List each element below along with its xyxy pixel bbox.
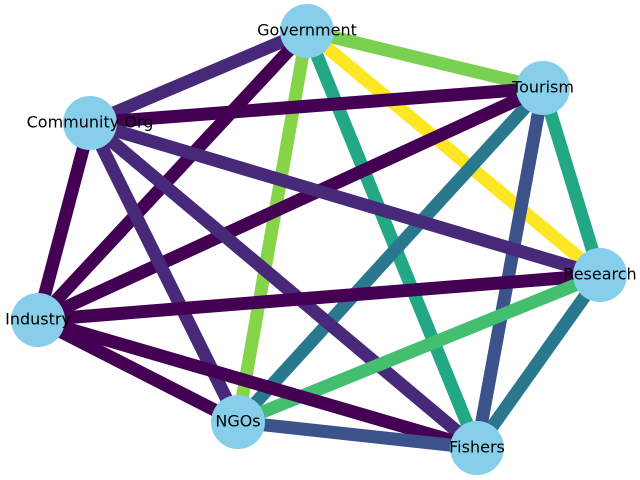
edge-government-research [302, 26, 605, 280]
nodes-layer [11, 4, 627, 475]
node-community [63, 96, 117, 150]
node-ngos [211, 395, 265, 449]
edge-tourism-research [536, 86, 607, 277]
edge-industry-fishers [36, 313, 479, 455]
edge-research-fishers [471, 271, 606, 452]
edge-research-industry [37, 268, 601, 327]
edge-government-industry [33, 26, 312, 325]
node-label-tourism: Tourism [511, 78, 574, 97]
node-tourism [516, 61, 570, 115]
node-industry [11, 293, 65, 347]
edge-government-community [87, 25, 310, 129]
edge-ngos-fishers [237, 415, 478, 455]
edge-tourism-industry [35, 82, 546, 326]
node-label-fishers: Fishers [449, 438, 505, 457]
edge-community-research [88, 116, 602, 282]
edges-layer [31, 24, 607, 455]
node-label-research: Research [563, 265, 636, 284]
edge-government-ngos [231, 29, 314, 424]
edge-government-tourism [305, 24, 545, 95]
node-label-government: Government [257, 21, 357, 40]
edge-tourism-fishers [470, 86, 550, 450]
node-research [573, 248, 627, 302]
node-government [280, 4, 334, 58]
node-label-industry: Industry [5, 310, 71, 329]
edge-community-fishers [85, 118, 482, 453]
node-label-ngos: NGOs [215, 412, 260, 431]
edge-tourism-ngos [233, 83, 548, 427]
edge-community-industry [31, 121, 97, 322]
edge-tourism-community [89, 81, 544, 130]
node-fishers [450, 421, 504, 475]
edge-industry-ngos [35, 314, 241, 428]
node-label-community: Community Org [27, 113, 154, 132]
